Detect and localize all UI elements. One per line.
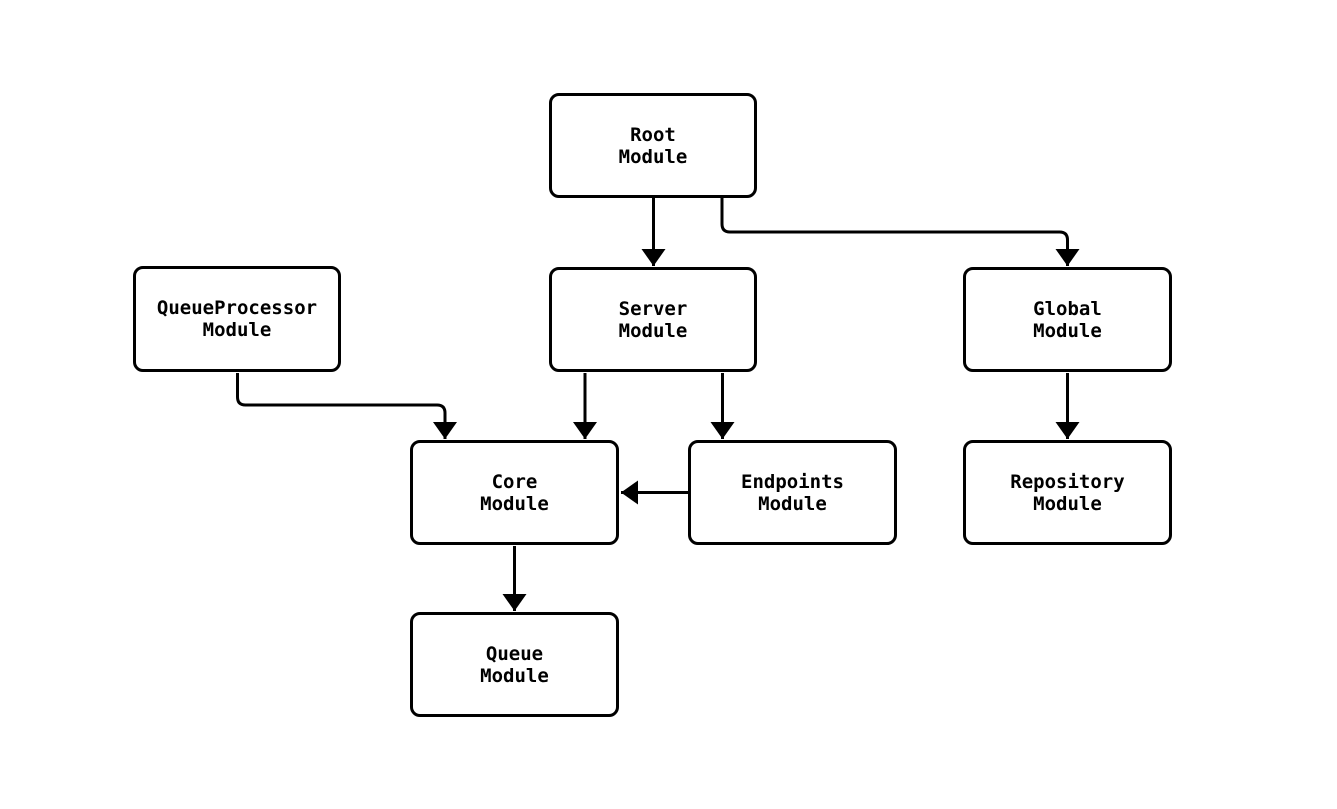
edge-queueprocessor-module-to-core-module (236, 373, 457, 439)
node-label-line: Module (618, 319, 688, 342)
node-label-line: Server (618, 297, 688, 320)
node-label-line: Module (1033, 319, 1102, 342)
node-label-line: Queue (485, 642, 544, 665)
edges-group (236, 198, 1080, 611)
node-label-line: Module (480, 492, 549, 515)
node-label-line: Module (1033, 492, 1102, 515)
node-label-line: Repository (1010, 470, 1125, 493)
node-label-line: Module (480, 664, 549, 687)
node-label-line: Module (618, 145, 688, 168)
node-label-line: Module (202, 319, 272, 341)
node-label-line: Global (1033, 297, 1102, 320)
edge-root-module-to-global-module (720, 198, 1080, 266)
node-label-line: Root (630, 123, 676, 146)
node-label-line: QueueProcessor (156, 297, 318, 319)
node-label-line: Module (758, 492, 827, 515)
node-label-line: Endpoints (741, 470, 844, 493)
node-label-line: Core (491, 470, 538, 493)
